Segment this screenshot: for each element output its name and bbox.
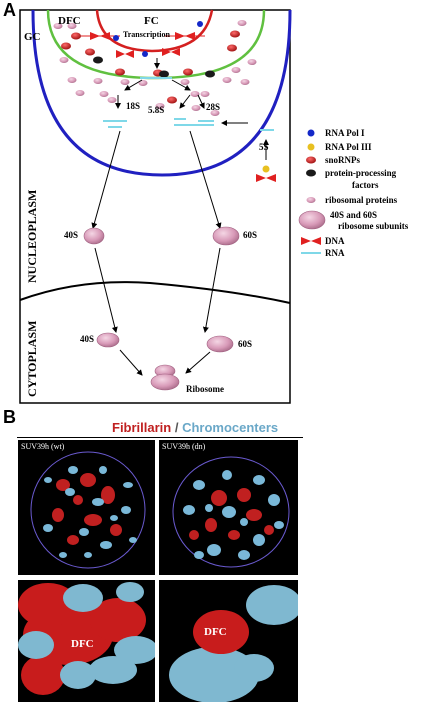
nucleoplasm-60s-label: 60S — [243, 230, 258, 240]
legend-protein-processing-factor-icon — [306, 169, 316, 177]
legend-dna-icon — [301, 237, 321, 245]
dn-image-label: SUV39h (dn) — [162, 442, 206, 451]
legend-ribosomal-protein-icon — [306, 197, 316, 203]
rna-5-8s-label: 5.8S — [148, 105, 165, 115]
snornp-icon — [61, 30, 240, 104]
fc-label: FC — [144, 15, 159, 27]
dna-icon — [256, 174, 276, 182]
ribosome-label: Ribosome — [186, 384, 224, 394]
chromocenters-title: Chromocenters — [182, 420, 279, 435]
legend-dna-text: DNA — [325, 236, 345, 246]
micrograph-wt-detail: DFC — [18, 580, 155, 702]
legend-protein-processing-text: protein-processing — [325, 168, 397, 178]
legend-snornp-icon — [306, 156, 316, 164]
rna-5s-label: 5S — [259, 142, 269, 152]
legend-rna-pol-i-icon — [307, 129, 315, 137]
rna-icon — [103, 77, 274, 131]
dn-overview-image — [172, 456, 290, 568]
title-underline — [17, 437, 303, 438]
wt-dfc-label: DFC — [71, 638, 94, 650]
micrograph-dn-detail: DFC — [159, 580, 298, 702]
rna-28s-label: 28S — [206, 102, 221, 112]
gc-label: GC — [24, 31, 41, 43]
nucleoplasm-label: NUCLEOPLASM — [25, 189, 39, 283]
wt-detail-image — [18, 582, 155, 695]
legend-ribosome-subunit-icon — [298, 210, 326, 230]
legend-rna-pol-i-text: RNA Pol I — [325, 128, 365, 138]
legend-ribosomal-protein-text: ribosomal proteins — [325, 195, 398, 205]
legend-ribosome-subunit-text-2: ribosome subunits — [338, 221, 409, 231]
cell-frame — [19, 9, 291, 404]
panel-b-title: Fibrillarin / Chromocenters — [112, 420, 278, 435]
legend-protein-processing-text-2: factors — [352, 180, 379, 190]
cytoplasm-label: CYTOPLASM — [25, 320, 39, 397]
panel-a-letter: A — [3, 0, 16, 20]
legend-snornp-text: snoRNPs — [325, 155, 361, 165]
panel-a-diagram — [19, 9, 326, 404]
protein-processing-factor-icon — [93, 56, 215, 78]
fc-ring — [95, 9, 214, 53]
legend-rna-pol-iii-text: RNA Pol III — [325, 142, 372, 152]
nucleus-boundary — [31, 9, 292, 177]
micrograph-dn-overview: SUV39h (dn) — [159, 440, 298, 575]
rna-18s-label: 18S — [126, 101, 141, 111]
dn-dfc-label: DFC — [204, 626, 227, 638]
rna-pol-i-icon — [113, 21, 203, 57]
panel-b-letter: B — [3, 407, 16, 427]
cytoplasm-60s-label: 60S — [238, 339, 253, 349]
wt-image-label: SUV39h (wt) — [21, 442, 65, 451]
ribosomal-protein-icon — [53, 20, 257, 116]
cytoplasm-40s-label: 40S — [80, 334, 95, 344]
wt-overview-image — [30, 451, 146, 569]
transcription-label: Transcription — [123, 30, 170, 39]
rna-pol-iii-icon — [262, 165, 270, 173]
title-separator: / — [171, 420, 183, 435]
nuclear-envelope — [19, 281, 291, 304]
ribosome-subunit-icon — [83, 226, 240, 391]
legend-rna-text: RNA — [325, 248, 345, 258]
nucleoplasm-40s-label: 40S — [64, 230, 79, 240]
legend-rna-pol-iii-icon — [307, 143, 315, 151]
micrograph-wt-overview: SUV39h (wt) — [18, 440, 155, 575]
dn-detail-image — [169, 585, 298, 702]
dfc-label: DFC — [58, 15, 81, 27]
legend-ribosome-subunit-text: 40S and 60S — [330, 210, 378, 220]
fibrillarin-title: Fibrillarin — [112, 420, 172, 435]
